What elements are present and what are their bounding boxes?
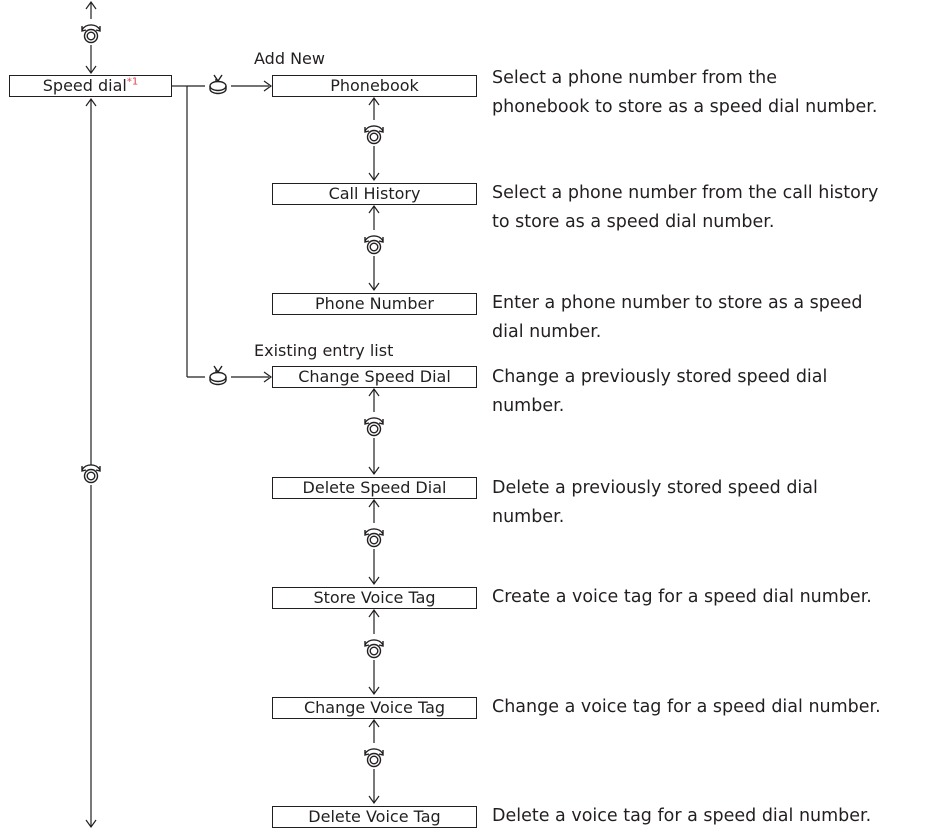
arrow-head bbox=[85, 819, 97, 829]
rotate-knob-icon bbox=[81, 24, 101, 44]
arrow-head bbox=[368, 466, 380, 476]
footnote-marker: *1 bbox=[126, 76, 139, 88]
call-history-label: Call History bbox=[328, 184, 421, 203]
store-voice-tag-label: Store Voice Tag bbox=[313, 588, 436, 607]
press-knob-icon bbox=[209, 74, 227, 95]
arrow-head bbox=[368, 795, 380, 805]
arrow-head bbox=[85, 0, 97, 10]
delete-speed-dial-label: Delete Speed Dial bbox=[302, 478, 447, 497]
phonebook-description-line: Select a phone number from the bbox=[492, 68, 778, 88]
arrow-head bbox=[368, 172, 380, 182]
delete-speed-dial-description: Delete a previously stored speed dial num… bbox=[492, 474, 818, 532]
rotate-knob-icon bbox=[81, 464, 101, 484]
phonebook-description-line: phonebook to store as a speed dial numbe… bbox=[492, 97, 878, 117]
rotate-knob-icon bbox=[364, 639, 384, 659]
phone-number-description-line: Enter a phone number to store as a speed bbox=[492, 293, 863, 313]
press-knob-icon bbox=[209, 365, 227, 386]
speed-dial-box[interactable]: Speed dial*1 bbox=[9, 75, 172, 97]
store-voice-tag-description: Create a voice tag for a speed dial numb… bbox=[492, 583, 872, 612]
change-voice-tag-label: Change Voice Tag bbox=[303, 698, 446, 717]
rotate-knob-icon bbox=[364, 528, 384, 548]
delete-voice-tag-description-line: Delete a voice tag for a speed dial numb… bbox=[492, 806, 872, 826]
change-voice-tag-box[interactable]: Change Voice Tag bbox=[272, 697, 477, 719]
rotate-knob-icon bbox=[364, 235, 384, 255]
arrow-head bbox=[263, 371, 273, 383]
change-speed-dial-box[interactable]: Change Speed Dial bbox=[272, 366, 477, 388]
delete-voice-tag-description: Delete a voice tag for a speed dial numb… bbox=[492, 802, 871, 831]
call-history-description-line: Select a phone number from the call hist… bbox=[492, 183, 879, 203]
existing-entry-list-heading: Existing entry list bbox=[254, 341, 394, 360]
arrow-head bbox=[368, 387, 380, 397]
arrow-head bbox=[368, 686, 380, 696]
rotate-knob-icon bbox=[364, 125, 384, 145]
call-history-box[interactable]: Call History bbox=[272, 183, 477, 205]
change-speed-dial-description-line: Change a previously stored speed dial bbox=[492, 367, 828, 387]
arrow-head bbox=[368, 96, 380, 106]
delete-speed-dial-box[interactable]: Delete Speed Dial bbox=[272, 477, 477, 499]
rotate-knob-icon bbox=[364, 748, 384, 768]
arrow-head bbox=[368, 576, 380, 586]
arrow-head bbox=[368, 498, 380, 508]
store-voice-tag-description-line: Create a voice tag for a speed dial numb… bbox=[492, 587, 872, 607]
arrow-head bbox=[85, 65, 97, 75]
delete-speed-dial-description-line: number. bbox=[492, 507, 565, 527]
speed-dial-label: Speed dial bbox=[42, 76, 127, 95]
change-speed-dial-description-line: number. bbox=[492, 396, 565, 416]
phonebook-label: Phonebook bbox=[330, 76, 419, 95]
arrow-head bbox=[85, 97, 97, 107]
change-voice-tag-description-line: Change a voice tag for a speed dial numb… bbox=[492, 697, 881, 717]
phone-number-box[interactable]: Phone Number bbox=[272, 293, 477, 315]
rotate-knob-icon bbox=[364, 417, 384, 437]
change-voice-tag-description: Change a voice tag for a speed dial numb… bbox=[492, 693, 881, 722]
phonebook-description: Select a phone number from the phonebook … bbox=[492, 64, 877, 122]
call-history-description: Select a phone number from the call hist… bbox=[492, 179, 878, 237]
arrow-head bbox=[368, 718, 380, 728]
phone-number-description: Enter a phone number to store as a speed… bbox=[492, 289, 863, 347]
phonebook-box[interactable]: Phonebook bbox=[272, 75, 477, 97]
arrow-head bbox=[368, 204, 380, 214]
phone-number-description-line: dial number. bbox=[492, 322, 602, 342]
change-speed-dial-label: Change Speed Dial bbox=[298, 367, 451, 386]
delete-voice-tag-box[interactable]: Delete Voice Tag bbox=[272, 806, 477, 828]
store-voice-tag-box[interactable]: Store Voice Tag bbox=[272, 587, 477, 609]
arrow-head bbox=[263, 80, 273, 92]
delete-speed-dial-description-line: Delete a previously stored speed dial bbox=[492, 478, 818, 498]
add-new-heading: Add New bbox=[254, 49, 325, 68]
arrow-head bbox=[368, 282, 380, 292]
change-speed-dial-description: Change a previously stored speed dial num… bbox=[492, 363, 827, 421]
delete-voice-tag-label: Delete Voice Tag bbox=[308, 807, 441, 826]
arrow-head bbox=[368, 608, 380, 618]
call-history-description-line: to store as a speed dial number. bbox=[492, 212, 775, 232]
phone-number-label: Phone Number bbox=[315, 294, 434, 313]
